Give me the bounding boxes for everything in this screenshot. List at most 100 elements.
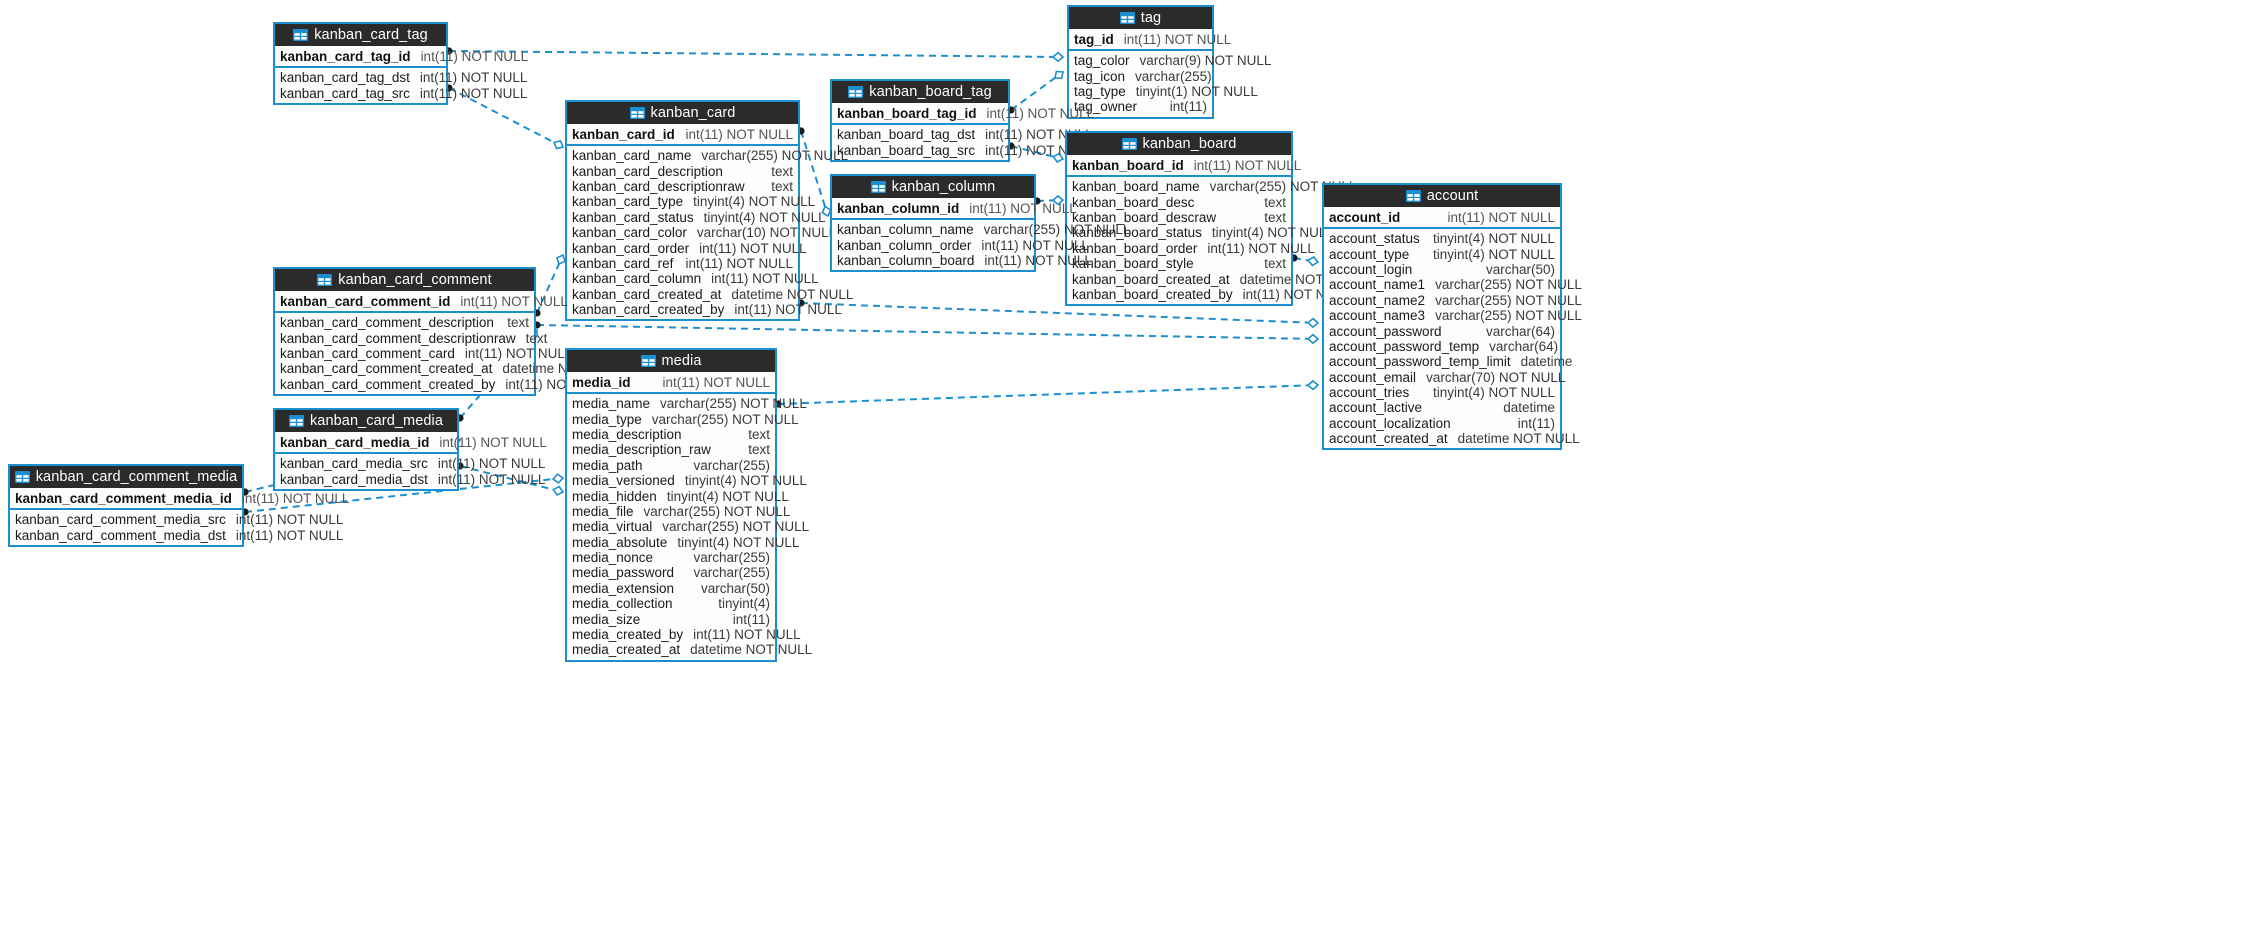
column-type: varchar(255) NOT NULL bbox=[1435, 277, 1582, 293]
column-name: account_type bbox=[1329, 246, 1410, 262]
column-name: media_versioned bbox=[572, 473, 675, 489]
column-name: account_email bbox=[1329, 369, 1417, 385]
relation-target-marker bbox=[1306, 317, 1320, 329]
column-type: int(11) NOT NULL bbox=[693, 627, 801, 643]
column-row: media_path varchar(255) bbox=[567, 458, 775, 473]
column-type: text bbox=[1264, 209, 1286, 225]
relation-kanban_card_tag-to-tag bbox=[445, 47, 1065, 63]
column-name: kanban_card_column bbox=[572, 271, 702, 287]
column-type: text bbox=[525, 330, 548, 346]
table-header-kanban_card_tag: kanban_card_tag bbox=[275, 24, 446, 46]
column-type: varchar(64) bbox=[1485, 323, 1555, 339]
column-name: kanban_card_media_id bbox=[280, 434, 430, 450]
column-type: tinyint(4) NOT NULL bbox=[1432, 385, 1555, 401]
column-name: kanban_card_tag_id bbox=[280, 48, 411, 64]
column-name: tag_owner bbox=[1074, 99, 1138, 115]
column-type: int(11) NOT NULL bbox=[711, 271, 819, 287]
table-header-kanban_column: kanban_column bbox=[832, 176, 1034, 198]
column-type: int(11) NOT NULL bbox=[699, 240, 807, 256]
column-name: media_path bbox=[572, 457, 643, 473]
column-type: varchar(255) NOT NULL bbox=[701, 148, 849, 164]
column-name: kanban_card_comment_created_at bbox=[280, 361, 493, 377]
column-row: kanban_card_column int(11) NOT NULL bbox=[567, 271, 819, 287]
column-type: varchar(255) NOT NULL bbox=[660, 396, 807, 412]
column-type: tinyint(4) NOT NULL bbox=[684, 473, 807, 489]
relation-media-to-account bbox=[774, 379, 1320, 408]
column-type: datetime bbox=[1520, 354, 1573, 370]
table-icon bbox=[1119, 12, 1135, 24]
column-type: int(11) NOT NULL bbox=[460, 293, 568, 309]
table-kanban_column[interactable]: kanban_column kanban_column_id int(11) NOT… bbox=[830, 174, 1130, 273]
table-icon bbox=[1121, 138, 1137, 150]
column-name: kanban_board_tag_dst bbox=[837, 127, 976, 143]
column-type: varchar(255) NOT NULL bbox=[651, 411, 799, 427]
column-type: datetime NOT NULL bbox=[690, 642, 813, 658]
column-type: varchar(255) NOT NULL bbox=[1435, 292, 1582, 308]
column-name: kanban_card_comment_created_by bbox=[280, 376, 496, 392]
column-name: media_id bbox=[572, 374, 631, 390]
column-name: account_name2 bbox=[1329, 292, 1426, 308]
column-type: datetime NOT NULL bbox=[1457, 431, 1580, 447]
column-name: tag_id bbox=[1074, 31, 1114, 47]
column-name: kanban_card_comment_media_id bbox=[15, 490, 232, 506]
column-type: varchar(255) NOT NULL bbox=[983, 222, 1131, 238]
column-type: int(11) NOT NULL bbox=[986, 105, 1095, 121]
column-type: varchar(255) bbox=[693, 457, 770, 473]
column-row: account_name1 varchar(255) NOT NULL bbox=[1324, 277, 1582, 293]
column-type: varchar(255) NOT NULL bbox=[1209, 179, 1357, 195]
relation-target-marker bbox=[551, 473, 565, 484]
column-type: tinyint(4) NOT NULL bbox=[677, 534, 800, 550]
column-name: account_login bbox=[1329, 261, 1413, 277]
column-name: kanban_card_comment_description bbox=[280, 315, 494, 331]
table-icon bbox=[640, 355, 656, 367]
column-type: varchar(64) bbox=[1489, 338, 1559, 354]
column-name: kanban_card_media_src bbox=[280, 456, 428, 472]
column-name: tag_color bbox=[1074, 53, 1130, 69]
column-type: int(11) bbox=[1169, 99, 1207, 115]
column-name: account_tries bbox=[1329, 385, 1410, 401]
primary-key-row: tag_id int(11) NOT NULL bbox=[1069, 29, 1231, 51]
column-type: int(11) NOT NULL bbox=[1123, 31, 1232, 47]
column-name: account_password bbox=[1329, 323, 1442, 339]
column-name: media_size bbox=[572, 611, 641, 627]
column-row: account_password varchar(64) bbox=[1324, 323, 1560, 339]
column-name: tag_icon bbox=[1074, 68, 1126, 84]
column-name: kanban_column_id bbox=[837, 200, 960, 216]
column-type: int(11) NOT NULL bbox=[984, 252, 1092, 268]
column-name: account_name1 bbox=[1329, 277, 1426, 293]
column-type: int(11) NOT NULL bbox=[1193, 157, 1302, 173]
column-name: kanban_board_tag_id bbox=[837, 105, 977, 121]
column-type: int(11) NOT NULL bbox=[439, 434, 547, 450]
column-type: tinyint(1) NOT NULL bbox=[1135, 83, 1258, 99]
column-type: int(11) NOT NULL bbox=[1207, 240, 1315, 256]
